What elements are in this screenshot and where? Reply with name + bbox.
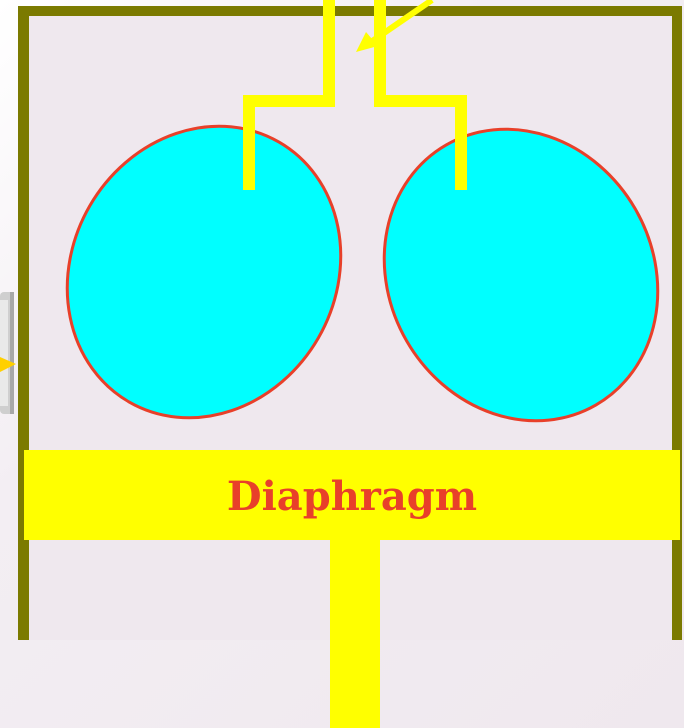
diaphragm-plunger	[330, 530, 380, 728]
syringe-icon	[0, 292, 14, 414]
chamber-right-wall	[672, 6, 682, 640]
diaphragm-label: Diaphragm	[227, 473, 477, 520]
chamber-top-wall	[18, 6, 682, 16]
chamber-left-wall	[18, 6, 29, 640]
